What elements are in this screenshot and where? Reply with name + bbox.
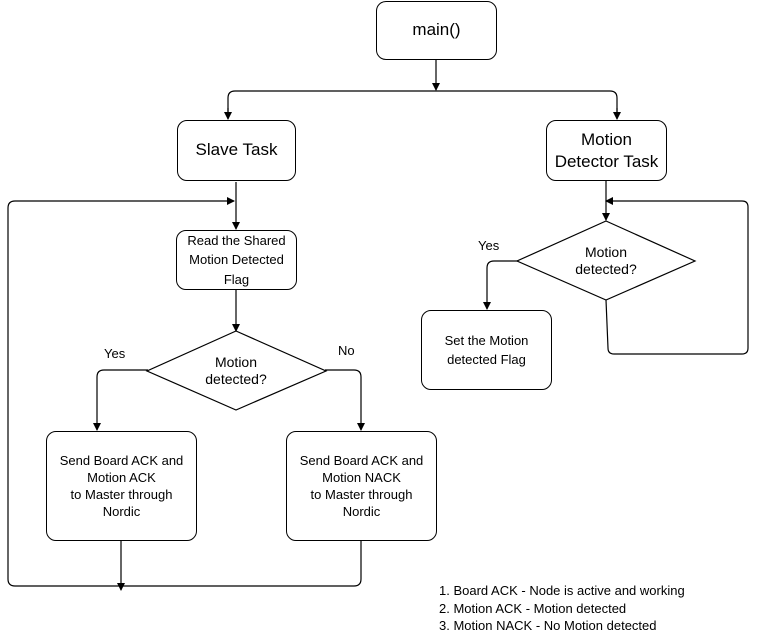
- edge-slave-yes: [93, 369, 148, 431]
- slave-decision-label: Motion detected?: [205, 353, 267, 388]
- motion-detector-task-node: Motion Detector Task: [546, 120, 667, 181]
- edge-detector-loop: [605, 197, 749, 355]
- slave-no-label: No: [338, 343, 355, 358]
- detector-decision-diamond: [515, 220, 697, 301]
- legend: 1. Board ACK - Node is active and workin…: [439, 582, 685, 635]
- read-flag-node: Read the Shared Motion Detected Flag: [176, 230, 297, 290]
- edge-split-bar: [227, 90, 618, 117]
- edge-detector-yes: [483, 260, 518, 310]
- detector-yes-label: Yes: [478, 238, 500, 253]
- detector-decision-label: Motion detected?: [575, 243, 637, 278]
- send-nack-node: Send Board ACK and Motion NACK to Master…: [286, 431, 437, 541]
- legend-item: 2. Motion ACK - Motion detected: [439, 600, 627, 616]
- slave-decision-diamond: [145, 330, 328, 411]
- edge-slave-no: [325, 369, 365, 431]
- edge-loop-back: [7, 197, 362, 587]
- legend-item: 1. Board ACK - Node is active and workin…: [439, 583, 685, 598]
- slave-yes-label: Yes: [104, 346, 126, 361]
- legend-item: 3. Motion NACK - No Motion detected: [439, 618, 657, 633]
- slave-task-node: Slave Task: [177, 120, 296, 181]
- send-ack-node: Send Board ACK and Motion ACK to Master …: [46, 431, 197, 541]
- set-flag-node: Set the Motion detected Flag: [421, 310, 552, 390]
- main-node: main(): [376, 1, 497, 60]
